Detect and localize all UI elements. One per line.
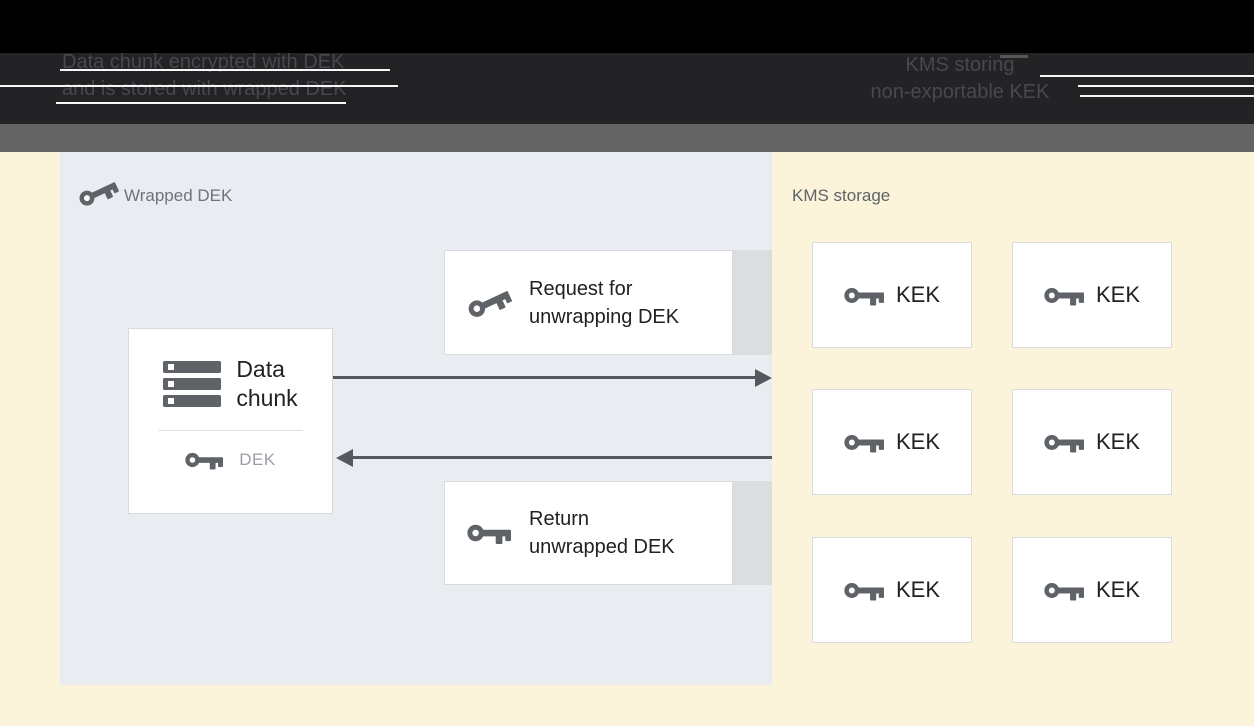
kek-label: KEK (1095, 577, 1141, 602)
request-box: Request for unwrapping DEK (444, 250, 733, 355)
dek-row: DEK (185, 449, 275, 471)
kek-label: KEK (895, 282, 941, 307)
data-chunk-line: chunk (236, 385, 298, 411)
kek-card: KEK (812, 389, 972, 495)
key-icon (844, 431, 884, 454)
kms-title: KMS storage (792, 186, 891, 205)
dash-artifact (1000, 55, 1028, 58)
arrow-right (333, 376, 759, 379)
caption-kms: KMS storing non-exportable KEK (820, 52, 1100, 106)
divider-band (0, 124, 1254, 152)
kek-label: KEK (1095, 282, 1141, 307)
divider (158, 430, 303, 431)
key-icon (1044, 579, 1084, 602)
data-chunk-row: Data chunk (163, 355, 298, 413)
data-chunk-box: Data chunk DEK (128, 328, 333, 514)
request-line: unwrapping DEK (529, 305, 680, 328)
kek-card: KEK (1012, 389, 1172, 495)
arrow-right-head (755, 369, 772, 387)
hairline-artifact (1078, 85, 1254, 87)
storage-stack-icon (163, 361, 221, 407)
kek-card: KEK (812, 242, 972, 348)
caption-line: KMS storing (905, 54, 1015, 76)
key-icon (844, 579, 884, 602)
hairline-artifact (56, 102, 346, 104)
key-icon (844, 284, 884, 307)
arrow-left (348, 456, 772, 459)
hairline-artifact (1040, 75, 1254, 77)
hairline-artifact (1080, 95, 1254, 97)
data-chunk-line: Data (236, 356, 285, 382)
return-box: Return unwrapped DEK (444, 481, 733, 585)
kek-card: KEK (1012, 242, 1172, 348)
hairline-artifact (0, 85, 398, 87)
dek-label: DEK (239, 450, 276, 469)
key-icon (463, 281, 515, 325)
request-label: Request for unwrapping DEK (529, 275, 679, 331)
caption-line: and is stored with wrapped DEK (62, 78, 347, 100)
key-icon (1044, 431, 1084, 454)
request-line: Request for (529, 277, 633, 300)
caption-line: non-exportable KEK (870, 81, 1050, 103)
return-line: Return (529, 508, 590, 530)
request-box-strip (733, 250, 772, 355)
kek-label: KEK (1095, 429, 1141, 454)
return-box-strip (733, 481, 772, 585)
arrow-left-head (336, 449, 353, 467)
caption-line: Data chunk encrypted with DEK (62, 51, 345, 73)
panel-title: Wrapped DEK (124, 186, 233, 205)
hairline-artifact (60, 69, 390, 71)
kek-label: KEK (895, 577, 941, 602)
key-icon (185, 449, 223, 471)
kek-label: KEK (895, 429, 941, 454)
caption-data-chunk: Data chunk encrypted with DEK and is sto… (62, 49, 347, 103)
kek-card: KEK (1012, 537, 1172, 643)
key-icon (467, 520, 511, 546)
key-icon (1044, 284, 1084, 307)
header-caption-strip (0, 53, 1254, 124)
data-chunk-label: Data chunk (236, 355, 297, 413)
kek-card: KEK (812, 537, 972, 643)
return-label: Return unwrapped DEK (529, 505, 675, 561)
return-line: unwrapped DEK (529, 536, 675, 558)
